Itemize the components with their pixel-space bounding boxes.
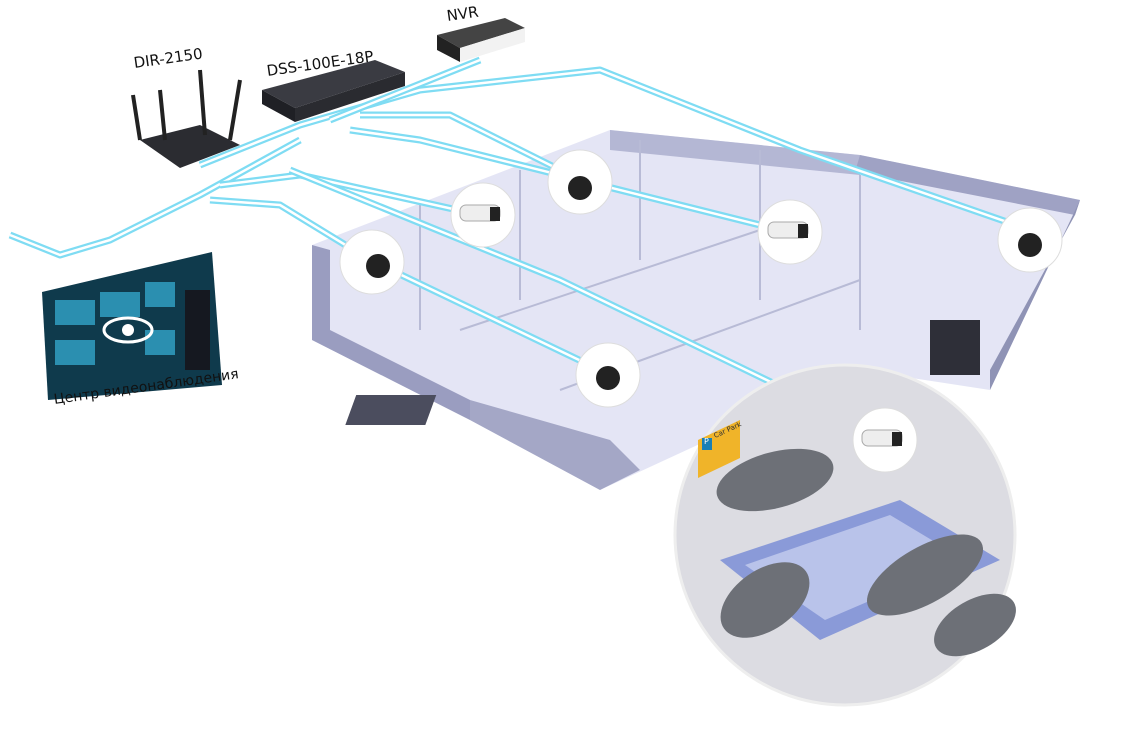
router-device	[131, 69, 242, 168]
bullet-camera-icon	[450, 182, 516, 248]
parking-symbol: P	[704, 437, 709, 446]
dome-camera-icon	[547, 149, 613, 215]
bullet-camera-icon	[852, 407, 918, 473]
car-park-zoom	[673, 363, 1017, 707]
network-cables	[8, 56, 1032, 434]
dome-camera-icon	[997, 207, 1063, 273]
monitoring-center-image	[42, 252, 222, 400]
bullet-camera-icon	[757, 199, 823, 265]
dome-camera-icon	[575, 342, 641, 408]
switch-device	[262, 60, 405, 122]
camera-markers	[339, 149, 1063, 408]
dome-camera-icon	[339, 229, 405, 295]
nvr-device	[437, 18, 525, 62]
